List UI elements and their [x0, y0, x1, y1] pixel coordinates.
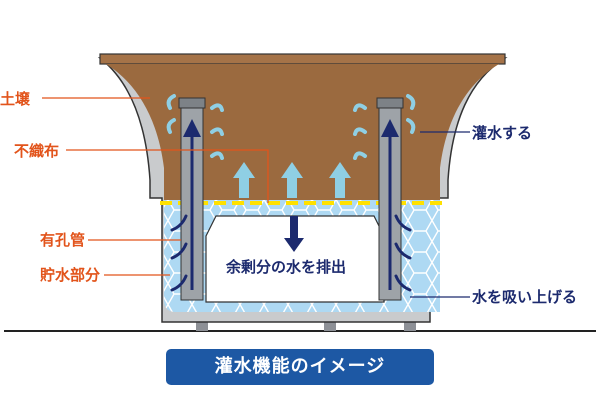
- pot-rim: [99, 53, 506, 65]
- label-watering: 灌水する: [472, 124, 533, 142]
- seep-arrow-5: [210, 151, 224, 160]
- reservoir-arrows: [170, 214, 412, 292]
- seep-arrow-1: [166, 94, 176, 110]
- label-absorb-water: 水を吸い上げる: [472, 288, 578, 306]
- label-nonwoven: 不織布: [14, 142, 60, 160]
- inner-chamber: [205, 215, 385, 303]
- reservoir-arrow-4: [394, 214, 412, 232]
- soil-up-arrows: [233, 162, 351, 198]
- seep-arrow-4: [210, 127, 224, 136]
- soil-up-arrow-1: [233, 162, 255, 198]
- seep-arrow-6: [353, 103, 367, 112]
- pipe-cap-left: [178, 97, 206, 109]
- seep-arrow-3: [210, 103, 224, 112]
- seep-arrows: [166, 94, 416, 160]
- drain-arrow: [284, 216, 304, 252]
- label-reservoir: 貯水部分: [40, 266, 101, 284]
- soil-up-arrow-2: [281, 162, 303, 198]
- seep-arrow-8: [353, 151, 367, 160]
- seep-arrow-2: [166, 118, 176, 134]
- reservoir-arrow-3: [170, 274, 188, 292]
- seep-arrow-10: [406, 118, 416, 134]
- seep-arrow-7: [353, 127, 367, 136]
- reservoir-arrow-5: [394, 242, 412, 260]
- pipe-cap-right: [376, 97, 404, 109]
- caption-banner: 灌水機能のイメージ: [166, 349, 434, 385]
- pot-foot-mid: [324, 320, 336, 331]
- reservoir-arrow-2: [170, 242, 188, 260]
- callout-lines: [42, 97, 470, 298]
- label-drain-excess: 余剰分の水を排出: [226, 258, 347, 276]
- seep-arrow-9: [406, 94, 416, 110]
- reservoir-arrow-6: [394, 274, 412, 292]
- label-perforated-pipe: 有孔管: [40, 231, 86, 249]
- callout-line-nonwoven: [66, 149, 269, 203]
- label-soil: 土壌: [0, 90, 31, 108]
- soil-up-arrow-3: [329, 162, 351, 198]
- reservoir-arrow-1: [170, 214, 188, 232]
